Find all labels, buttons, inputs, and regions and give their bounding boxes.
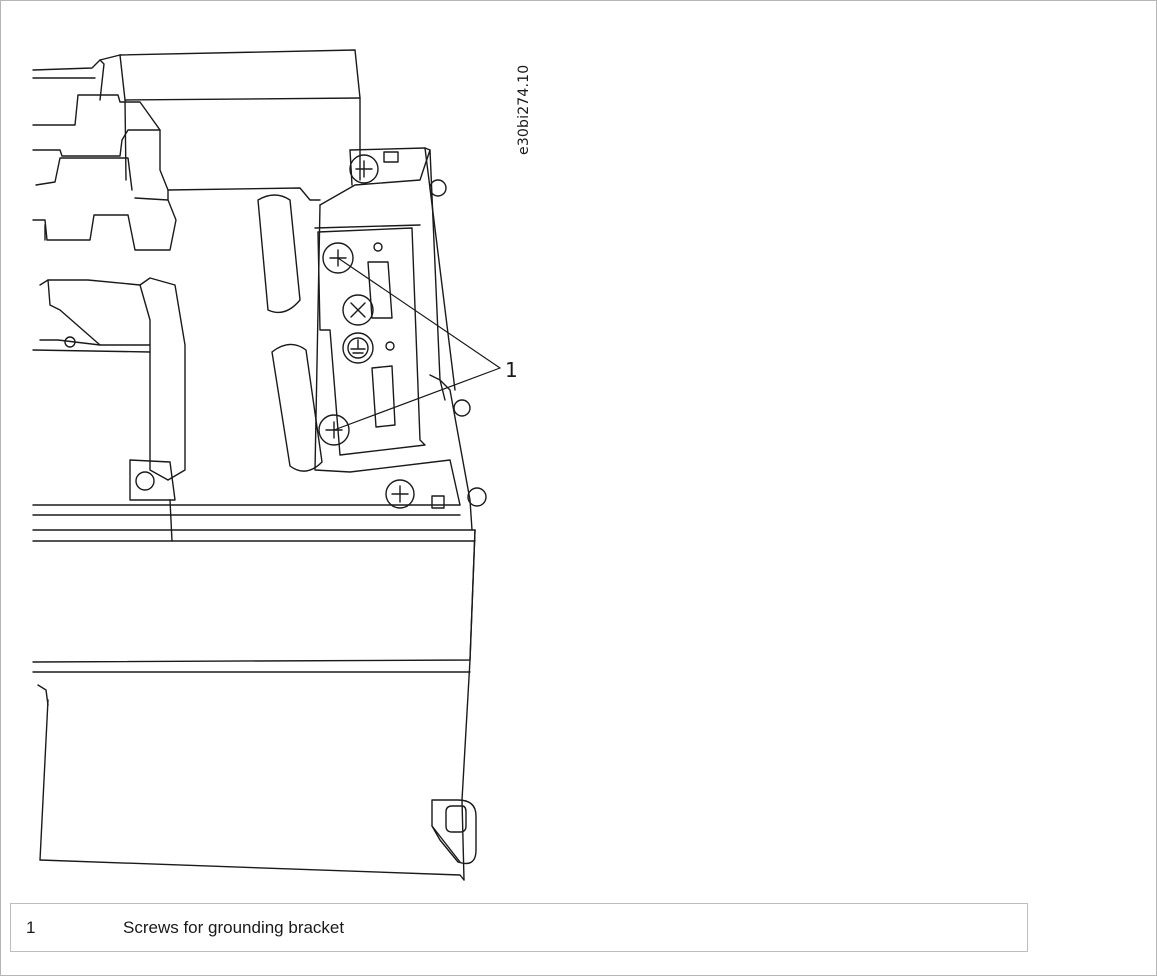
ground-terminal-icon [343, 333, 373, 363]
legend-table: 1 Screws for grounding bracket [10, 903, 1028, 952]
drawing-code-text: e30bi274.10 [516, 64, 532, 155]
screws [319, 152, 444, 508]
mounting-plate [315, 148, 486, 530]
drawing-code-label: e30bi274.10 [516, 45, 536, 155]
chassis-body [33, 530, 475, 880]
callout-label-1: 1 [505, 358, 518, 382]
legend-description: Screws for grounding bracket [123, 917, 345, 937]
legend-row: 1 Screws for grounding bracket [11, 904, 1027, 951]
callout-leaders [334, 258, 500, 430]
screw-bracket-middle [343, 295, 373, 325]
mounting-foot [432, 800, 476, 864]
top-housing [33, 50, 360, 180]
cooling-vents [168, 188, 322, 471]
grounding-bracket [318, 228, 445, 455]
legend-number: 1 [26, 917, 36, 937]
screw-base-plate [386, 480, 414, 508]
terminal-blocks [33, 95, 460, 541]
screw-top-plate [350, 155, 378, 183]
